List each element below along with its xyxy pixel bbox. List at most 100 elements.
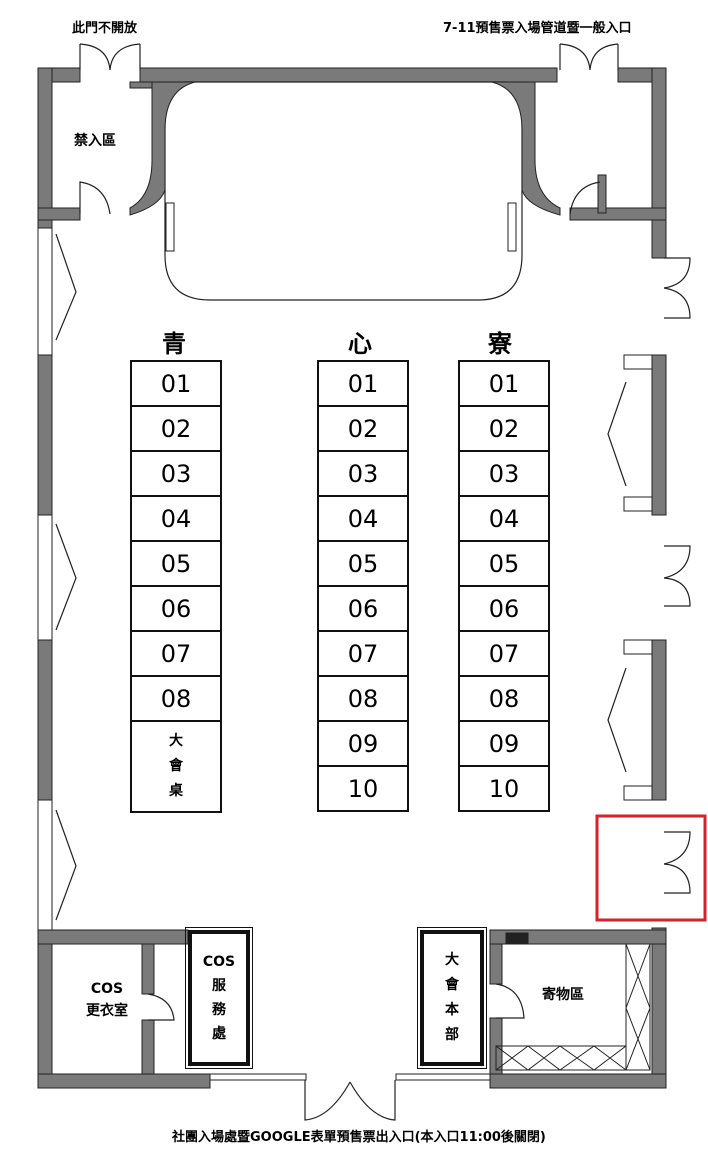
booth: 08 bbox=[458, 675, 550, 722]
wall-left bbox=[37, 929, 53, 1089]
convention-desk-char: 會 bbox=[169, 758, 183, 774]
booth: 05 bbox=[458, 540, 550, 587]
door-dressing bbox=[147, 993, 175, 1021]
dressing-wall bbox=[37, 929, 189, 945]
door-top-left bbox=[79, 43, 141, 71]
wall-left bbox=[37, 354, 53, 516]
booth: 09 bbox=[317, 720, 409, 767]
window-right-2 bbox=[607, 667, 627, 773]
door-bottom bbox=[304, 1080, 396, 1121]
label-top-right-entrance: 7-11預售票入場管道暨一般入口 bbox=[443, 21, 632, 36]
column-header-3: 寮 bbox=[488, 330, 512, 358]
cos-service-char: 服 bbox=[212, 978, 226, 994]
booth: 03 bbox=[458, 450, 550, 497]
shelf-cross bbox=[625, 943, 651, 1071]
window-left-2 bbox=[55, 523, 77, 631]
booth: 05 bbox=[317, 540, 409, 587]
booth: 01 bbox=[458, 360, 550, 407]
window-left-1 bbox=[55, 233, 77, 341]
cos-service-char: 務 bbox=[212, 1002, 226, 1018]
booth: 07 bbox=[458, 630, 550, 677]
wall-bottom-thin bbox=[395, 1073, 491, 1081]
storage-shelf-horizontal bbox=[495, 1045, 627, 1071]
wall-bottom bbox=[489, 1073, 667, 1089]
wall-left bbox=[37, 67, 53, 229]
door-right-3 bbox=[663, 831, 691, 894]
right-room-wall bbox=[597, 174, 607, 214]
booth: 06 bbox=[317, 585, 409, 632]
booth: 05 bbox=[130, 540, 222, 587]
booth: 04 bbox=[317, 495, 409, 542]
booth: 09 bbox=[458, 720, 550, 767]
cos-service-desk: COS 服 務 處 bbox=[185, 927, 253, 1069]
wall-right bbox=[651, 639, 667, 801]
window-frame bbox=[623, 354, 653, 370]
wall-left-thin bbox=[37, 227, 53, 356]
convention-desk-char: 大 bbox=[169, 733, 183, 749]
booth: 02 bbox=[458, 405, 550, 452]
stage-marker-left bbox=[165, 202, 175, 252]
booth: 01 bbox=[317, 360, 409, 407]
convention-hq: 大 會 本 部 bbox=[417, 927, 487, 1069]
booth: 06 bbox=[130, 585, 222, 632]
door-top-right bbox=[559, 43, 619, 71]
booth: 08 bbox=[130, 675, 222, 722]
dressing-wall bbox=[141, 1019, 155, 1075]
booth: 01 bbox=[130, 360, 222, 407]
wall-right bbox=[651, 67, 667, 259]
door-right-1 bbox=[663, 257, 691, 319]
wall-bottom bbox=[37, 1073, 211, 1089]
hq-char: 大 bbox=[445, 952, 459, 968]
storage-marker bbox=[505, 932, 529, 944]
stage-corner-left bbox=[129, 81, 196, 216]
cos-dressing-line: COS bbox=[90, 981, 124, 997]
right-room-wall bbox=[569, 207, 667, 221]
hq-char: 本 bbox=[445, 1002, 459, 1018]
window-right-1 bbox=[607, 381, 627, 487]
stage-outline bbox=[164, 81, 523, 301]
window-left-3 bbox=[55, 809, 77, 921]
label-top-left-door: 此門不開放 bbox=[72, 21, 138, 36]
cos-dressing-line: 更衣室 bbox=[86, 1003, 128, 1019]
dressing-wall bbox=[141, 943, 155, 995]
hq-char: 部 bbox=[445, 1027, 459, 1043]
booth: 04 bbox=[458, 495, 550, 542]
wall-left-thin bbox=[37, 514, 53, 641]
booth: 10 bbox=[317, 765, 409, 812]
wall-top-middle bbox=[139, 67, 558, 83]
window-frame bbox=[623, 496, 653, 512]
wall-bottom-thin bbox=[209, 1073, 307, 1081]
cos-service-char: COS bbox=[202, 954, 236, 970]
booth: 02 bbox=[317, 405, 409, 452]
wall-left bbox=[37, 639, 53, 801]
door-storage bbox=[495, 983, 525, 1019]
door-no-entry bbox=[79, 181, 111, 215]
booth: 02 bbox=[130, 405, 222, 452]
shelf-cross bbox=[495, 1045, 627, 1071]
hq-char: 會 bbox=[445, 977, 459, 993]
booth: 06 bbox=[458, 585, 550, 632]
convention-desk-char: 桌 bbox=[169, 783, 183, 799]
booth-convention-desk: 大 會 桌 bbox=[130, 720, 222, 813]
booth: 07 bbox=[130, 630, 222, 677]
door-right-room bbox=[569, 181, 601, 215]
storage-shelf-vertical bbox=[625, 943, 651, 1071]
highlight-box bbox=[595, 814, 707, 922]
booth: 08 bbox=[317, 675, 409, 722]
label-cos-dressing: COS 更衣室 bbox=[72, 972, 142, 1028]
stage-marker-right bbox=[507, 202, 517, 252]
window-frame bbox=[623, 785, 653, 801]
column-header-2: 心 bbox=[348, 330, 372, 358]
wall-right bbox=[651, 927, 667, 1089]
booth: 10 bbox=[458, 765, 550, 812]
booth: 04 bbox=[130, 495, 222, 542]
booth: 03 bbox=[130, 450, 222, 497]
storage-wall bbox=[489, 929, 667, 945]
cos-service-char: 處 bbox=[212, 1026, 226, 1042]
label-bottom-entrance: 社團入場處暨GOOGLE表單預售票出入口(本入口11:00後關閉) bbox=[172, 1130, 546, 1145]
storage-wall bbox=[489, 943, 503, 985]
wall-left-thin bbox=[37, 799, 53, 931]
no-entry-wall bbox=[37, 207, 81, 221]
booth: 07 bbox=[317, 630, 409, 677]
